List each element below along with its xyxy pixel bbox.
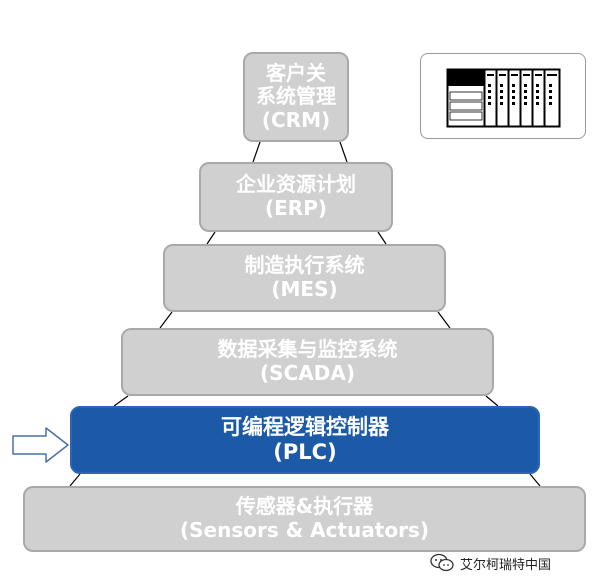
level-mes: 制造执行系统 (MES) <box>163 244 446 312</box>
level-plc-line2: (PLC) <box>273 440 337 464</box>
level-sensors-line1: 传感器&执行器 <box>235 494 374 519</box>
level-crm-line3: (CRM) <box>261 107 331 132</box>
level-sensors-line2: (Sensors & Actuators) <box>180 518 429 542</box>
level-crm: 客户关 系统管理 (CRM) <box>243 52 349 142</box>
level-scada-line1: 数据采集与监控系统 <box>217 337 398 362</box>
level-crm-line1: 客户关 <box>266 60 326 85</box>
right-arrow-icon <box>12 427 69 463</box>
level-mes-line2: (MES) <box>271 277 338 301</box>
level-erp-line1: 企业资源计划 <box>236 172 356 197</box>
level-plc-line1: 可编程逻辑控制器 <box>221 415 389 440</box>
level-erp-line2: (ERP) <box>264 196 327 220</box>
level-mes-line1: 制造执行系统 <box>244 253 365 278</box>
level-plc: 可编程逻辑控制器 (PLC) <box>70 406 540 474</box>
wechat-icon <box>430 553 454 572</box>
plc-device-icon <box>420 53 586 139</box>
watermark-text: 艾尔柯瑞特中国 <box>460 557 552 573</box>
watermark: 艾尔柯瑞特中国 <box>430 553 551 573</box>
level-sensors: 传感器&执行器 (Sensors & Actuators) <box>23 486 586 552</box>
level-scada-line2: (SCADA) <box>260 361 355 385</box>
level-erp: 企业资源计划 (ERP) <box>199 162 393 232</box>
level-scada: 数据采集与监控系统 (SCADA) <box>121 328 494 396</box>
level-crm-line2: 系统管理 <box>256 84 336 109</box>
